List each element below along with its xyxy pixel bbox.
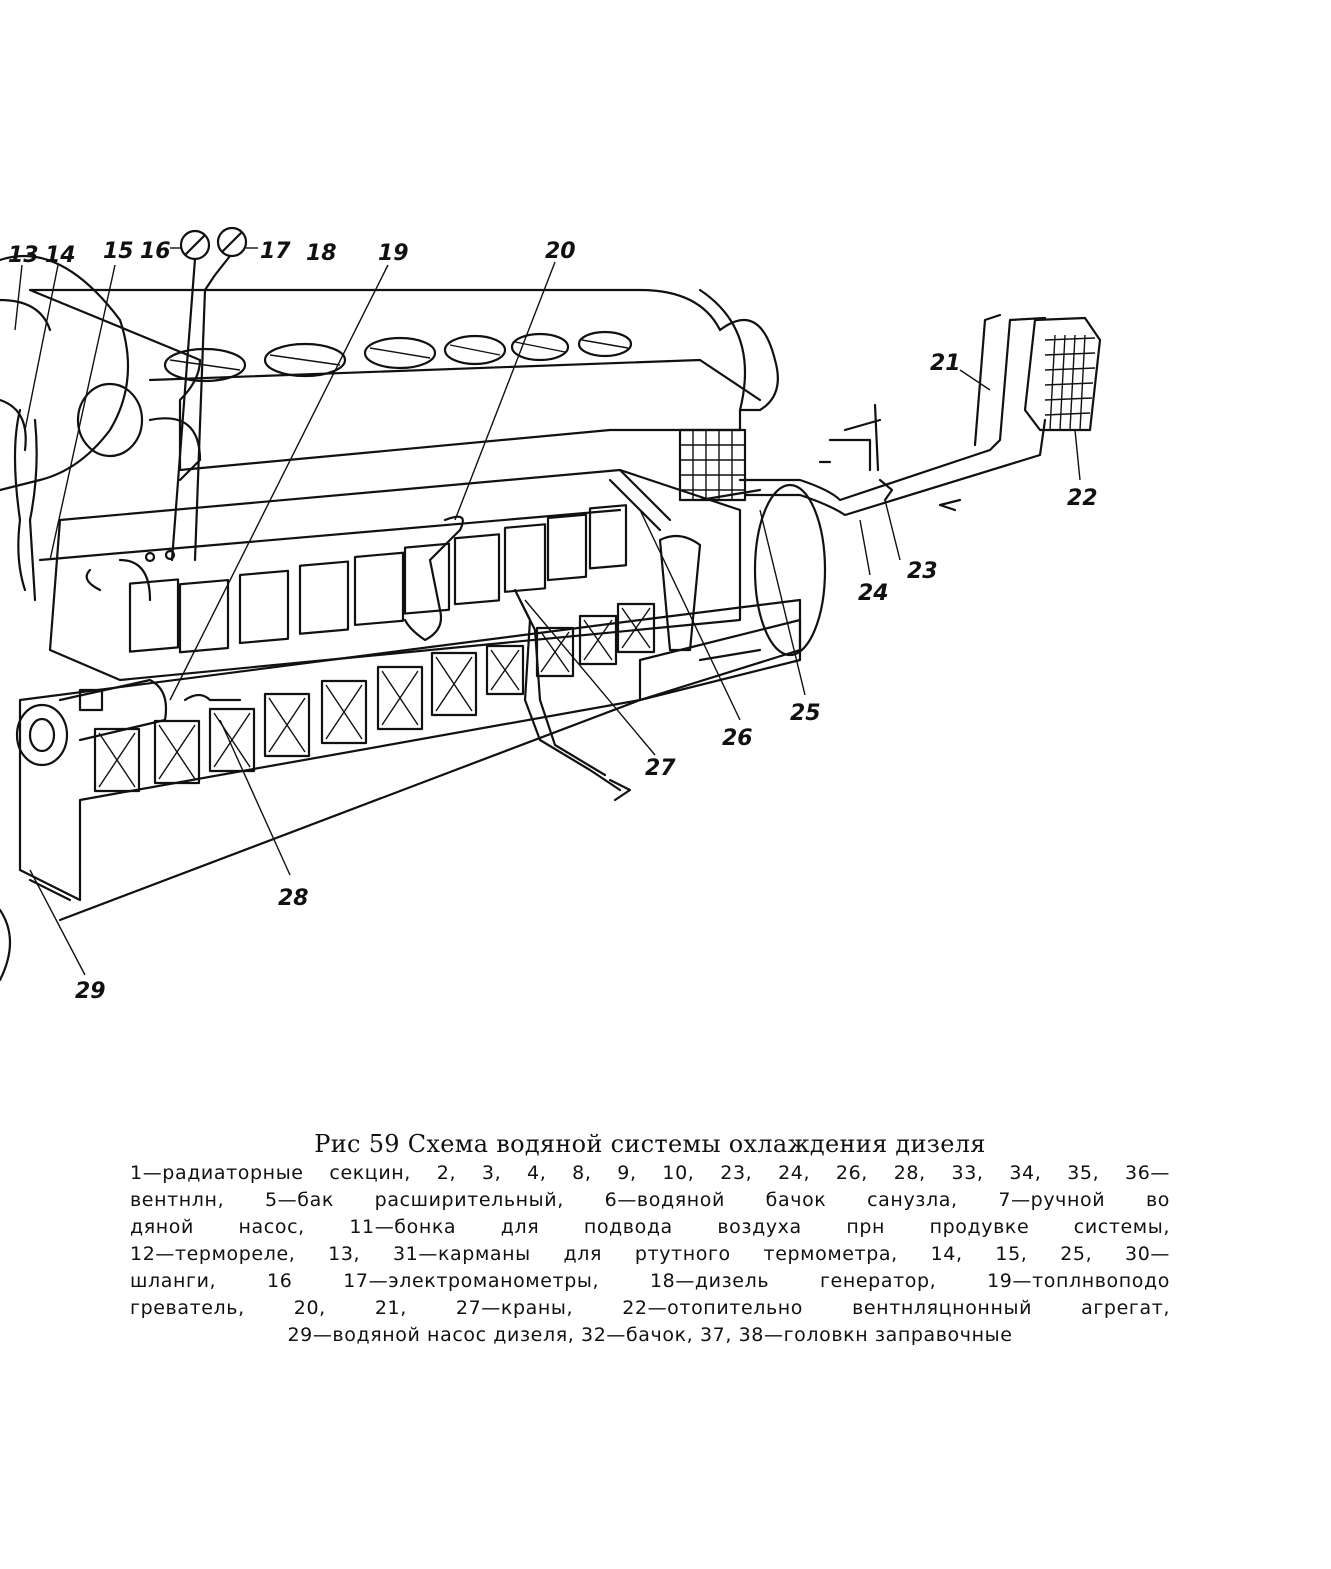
access-panel-cross (158, 724, 196, 780)
turbocharger-assembly (0, 254, 202, 602)
heating-ventilation-unit (1023, 316, 1102, 432)
access-panel (485, 644, 525, 696)
access-panel-cross (98, 732, 136, 788)
caption-line: вентнлн, 5—бак расширительный, 6—водяной… (130, 1189, 1170, 1211)
caption-line: 12—терморелe, 13, 31—карманы для ртутног… (130, 1243, 1170, 1265)
callout-29: 29 (75, 979, 106, 1004)
callout-27: 27 (645, 756, 676, 781)
callout-16: 16 (140, 239, 171, 264)
access-panel-cross (435, 656, 473, 712)
caption-line: 29—водяной насос дизеля, 32—бачок, 37, 3… (287, 1324, 1013, 1346)
callout-28: 28 (278, 886, 309, 911)
access-panel-cross (490, 649, 520, 691)
callout-24: 24 (858, 581, 889, 606)
diesel-generator-housing (28, 288, 779, 472)
access-panel (153, 719, 201, 785)
caption-title: Рис 59 Схема водяной системы охлаждения … (314, 1130, 986, 1158)
access-panel (376, 665, 424, 731)
callout-20: 20 (545, 239, 576, 264)
access-panel (208, 707, 256, 773)
generator (698, 483, 827, 662)
access-panel (93, 727, 141, 793)
callout-19: 19 (378, 241, 409, 266)
caption-line: греватель, 20, 21, 27—краны, 22—отопител… (130, 1297, 1170, 1319)
access-panel (263, 692, 311, 758)
callout-18: 18 (306, 241, 337, 266)
access-panel-cross (583, 619, 613, 661)
callout-labels: 13 14 15 16 17 18 19 20 21 22 23 24 25 2… (8, 239, 1098, 1004)
access-panel-cross (325, 684, 363, 740)
callout-26: 26 (722, 726, 753, 751)
hoses-and-valves (85, 468, 702, 802)
electro-manometers (144, 226, 248, 563)
callout-25: 25 (790, 701, 821, 726)
figure-caption: Рис 59 Схема водяной системы охлаждения … (130, 1130, 1170, 1349)
callout-21: 21 (930, 351, 961, 376)
pipeline-to-heater (738, 313, 1047, 517)
caption-line: дяной насос, 11—бонка для подвода воздух… (130, 1216, 1170, 1238)
engine-crankcase (38, 428, 747, 682)
callout-14: 14 (45, 243, 76, 268)
leader-lines (14, 247, 1081, 976)
engine-base-frame (18, 598, 802, 922)
callout-23: 23 (907, 559, 938, 584)
access-panel (430, 651, 478, 717)
caption-line: шланги, 16 17—электроманометры, 18—дизел… (130, 1270, 1170, 1292)
caption-line: 1—радиаторные секцин, 2, 3, 4, 8, 9, 10,… (130, 1162, 1170, 1184)
water-pump (0, 678, 168, 982)
access-panel (616, 602, 656, 654)
access-panel-cross (213, 712, 251, 768)
callout-17: 17 (260, 239, 291, 264)
access-panel-cross (621, 607, 651, 649)
callout-22: 22 (1067, 486, 1098, 511)
access-panel-cross (540, 631, 570, 673)
access-panel-cross (268, 697, 306, 753)
access-panel (578, 614, 618, 666)
access-panel-cross (381, 670, 419, 726)
callout-13: 13 (8, 243, 39, 268)
access-panel (320, 679, 368, 745)
callout-15: 15 (103, 239, 134, 264)
